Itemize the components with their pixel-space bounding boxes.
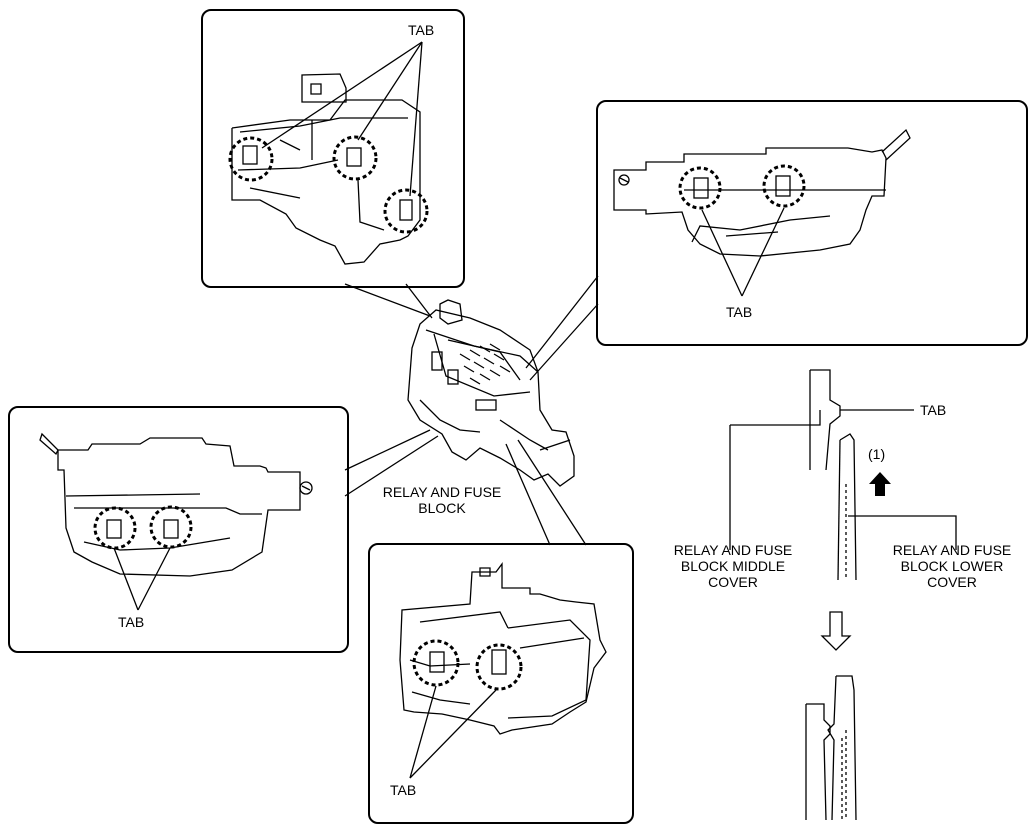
down-arrow-icon — [820, 611, 852, 651]
panel2-cover-drawing — [613, 128, 911, 257]
panel-bottom-callout — [368, 543, 634, 824]
tab-label-top-right: TAB — [726, 304, 753, 320]
cross-section-lower — [805, 675, 857, 821]
panel4-cover-drawing — [399, 562, 607, 735]
panel1-leader-lines — [261, 41, 423, 197]
cross-section-upper — [729, 369, 957, 581]
middle-cover-label: RELAY AND FUSE BLOCK MIDDLE COVER — [673, 542, 793, 590]
panel1-cover-drawing — [231, 73, 421, 265]
central-block-drawing — [407, 299, 575, 487]
panel2-tab-circles — [678, 164, 806, 210]
tab-label-top-left: TAB — [408, 22, 435, 38]
panel1-tab-circles — [228, 135, 429, 234]
tab-label-cross-section: TAB — [920, 402, 947, 418]
panel3-cover-drawing — [39, 432, 313, 577]
tab-label-bottom: TAB — [390, 782, 417, 798]
panel4-leader-lines — [409, 685, 497, 779]
up-arrow-icon — [869, 472, 891, 496]
lower-cover-label: RELAY AND FUSE BLOCK LOWER COVER — [892, 542, 1012, 590]
callout-connectors — [344, 275, 599, 546]
panel3-tab-circles — [93, 505, 193, 550]
panel2-leader-lines — [701, 207, 785, 297]
step-label: (1) — [868, 446, 886, 462]
tab-label-left: TAB — [118, 614, 145, 630]
panel-top-right-callout — [596, 100, 1028, 346]
panel4-tab-circles — [412, 639, 523, 691]
panel3-leader-lines — [113, 547, 171, 611]
block-label: RELAY AND FUSE BLOCK — [382, 484, 502, 516]
